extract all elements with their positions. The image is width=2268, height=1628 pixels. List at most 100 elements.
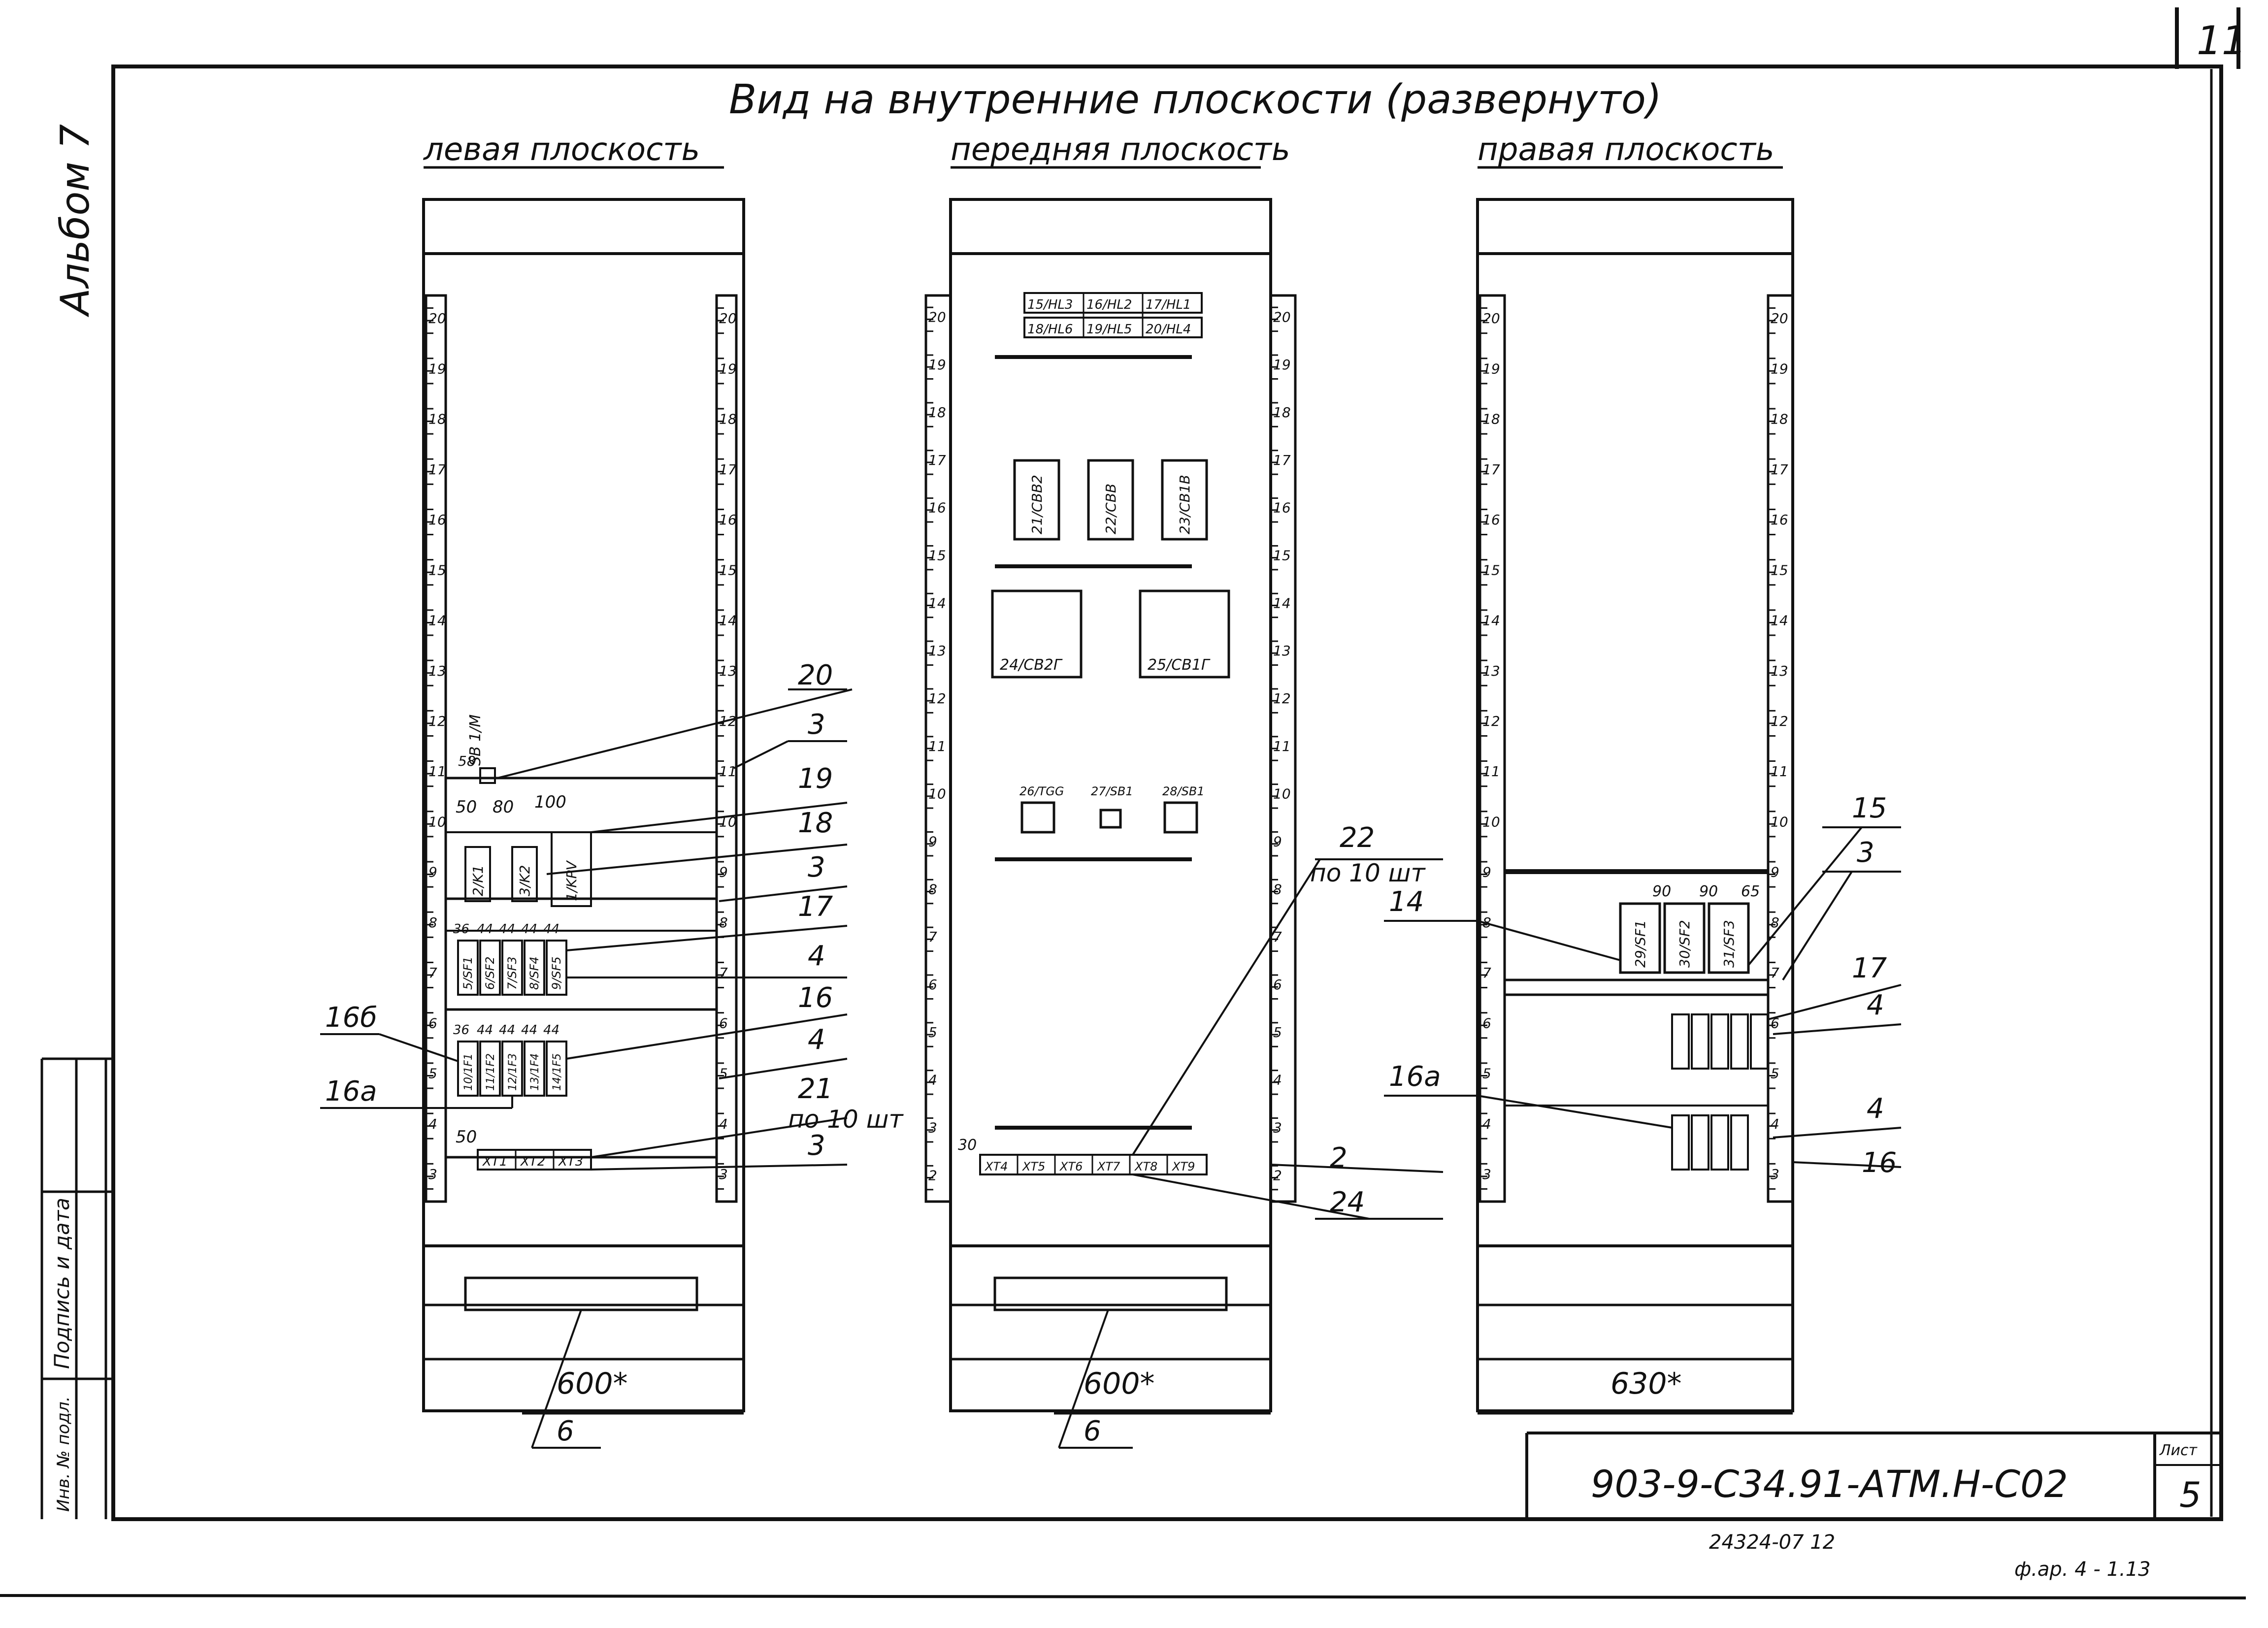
dim-44d: 44	[543, 922, 559, 937]
left-rail-right-scale-tick-13: 13	[719, 663, 737, 679]
breaker-sf2: 6/SF2	[483, 956, 497, 990]
left-rail-right-scale-tick-14: 14	[719, 613, 737, 629]
relay-kpv: 1/KPV	[563, 860, 580, 901]
left-rail-right-scale-tick-7: 7	[719, 965, 728, 981]
right-rail-right-scale-tick-5: 5	[1771, 1066, 1779, 1082]
front-rail-right-scale-tick-4: 4	[1273, 1072, 1282, 1088]
left-rail-left-scale-tick-4: 4	[428, 1116, 437, 1132]
callout-21: 21	[798, 1073, 833, 1105]
right-rail-left-scale-tick-19: 19	[1482, 360, 1500, 377]
relay-k2: 3/K2	[517, 865, 533, 896]
callout-22-qty: по 10 шт	[1310, 859, 1426, 887]
front-width-label: 600*	[1084, 1367, 1155, 1401]
right-rail-left-scale-tick-3: 3	[1482, 1166, 1491, 1182]
left-rail-left-scale-tick-10: 10	[428, 814, 446, 830]
left-rail-right-scale-tick-8: 8	[719, 914, 728, 931]
callout-3-right: 3	[1857, 837, 1874, 869]
left-rail-left-scale-tick-5: 5	[428, 1066, 437, 1082]
lamp-hl5: 19/HL5	[1086, 322, 1132, 337]
callout-4-right-b: 4	[1867, 1093, 1884, 1125]
left-rail-left-scale-tick-14: 14	[428, 613, 446, 629]
left-rail-left-scale-tick-16: 16	[428, 512, 446, 528]
left-rail-left-scale-tick-3: 3	[428, 1166, 437, 1182]
right-rail-left-scale-tick-6: 6	[1482, 1015, 1491, 1031]
breaker-row-2: 10/1F1 11/1F2 12/1F3 13/1F4 14/1F5 36 44…	[453, 1023, 567, 1097]
right-rail-left-scale-tick-4: 4	[1482, 1116, 1491, 1132]
left-rail-right-scale-tick-3: 3	[719, 1166, 728, 1182]
right-rail-left-scale-tick-7: 7	[1482, 965, 1491, 981]
callout-4b: 4	[808, 1024, 825, 1056]
left-rail-right-scale-tick-15: 15	[719, 562, 737, 578]
left-rail-left-scale-tick-18: 18	[428, 411, 446, 427]
front-rail-right-scale-tick-12: 12	[1273, 690, 1291, 707]
front-rail-right-scale-tick-3: 3	[1273, 1120, 1282, 1136]
fuse-1f2: 11/1F2	[485, 1053, 497, 1091]
dim-36a: 36	[453, 922, 469, 937]
front-rail-left-scale-tick-12: 12	[928, 690, 946, 707]
button-28	[1163, 801, 1198, 834]
terminal-xt4: XT4	[984, 1160, 1008, 1173]
front-rail-left-scale-tick-8: 8	[928, 881, 937, 897]
relay-k1: 2/K1	[470, 865, 486, 896]
front-rail-left-scale-tick-4: 4	[928, 1072, 937, 1088]
dim-50b: 50	[456, 1127, 477, 1147]
dim-44f: 44	[499, 1023, 515, 1038]
terminal-block-front: XT4 XT5 XT6 XT7 XT8 XT9 30	[958, 1137, 1208, 1175]
breaker-29: 29/SF1	[1632, 920, 1648, 968]
front-rail-left-scale-tick-5: 5	[928, 1024, 937, 1041]
left-rail-left-scale-tick-19: 19	[428, 360, 446, 377]
title-block-sheet: 5	[2179, 1475, 2202, 1515]
left-rail-right-scale-tick-17: 17	[719, 461, 737, 478]
lamp-hl3: 15/HL3	[1027, 297, 1073, 312]
callout-4-right-a: 4	[1867, 989, 1884, 1021]
right-rail-right-scale-tick-10: 10	[1771, 814, 1788, 830]
dim-90a: 90	[1652, 883, 1671, 900]
right-callouts: 15 3 14 17 4 16а 4 16	[1384, 792, 1902, 1179]
right-rail-left-scale-tick-11: 11	[1482, 763, 1500, 780]
left-rail-left-scale-tick-17: 17	[428, 461, 446, 478]
callout-2: 2	[1330, 1142, 1348, 1174]
callout-17: 17	[798, 891, 833, 923]
fuse-1f4: 13/1F4	[529, 1053, 541, 1091]
right-rail-right-scale-tick-12: 12	[1771, 713, 1788, 729]
button-28-label: 28/SB1	[1162, 784, 1205, 798]
front-panel: передняя плоскость 201918171615141312111…	[924, 131, 1297, 1415]
front-rail-right-scale-tick-17: 17	[1273, 452, 1291, 468]
left-rail-right-scale-tick-9: 9	[719, 864, 728, 880]
dim-44g: 44	[521, 1023, 537, 1038]
left-rail-left-scale-tick-6: 6	[428, 1015, 437, 1031]
breaker-31: 31/SF3	[1721, 920, 1737, 968]
button-26-label: 26/TGG	[1019, 784, 1064, 798]
right-rail-right-scale-tick-4: 4	[1771, 1116, 1779, 1132]
inventory-number: 24324-07 12	[1709, 1531, 1835, 1554]
dim-44h: 44	[543, 1023, 559, 1038]
drawing-title: Вид на внутренние плоскости (развернуто)	[729, 76, 1662, 123]
right-rail-left-scale-tick-12: 12	[1482, 713, 1500, 729]
right-rail-right-scale-tick-7: 7	[1771, 965, 1779, 981]
dim-65: 65	[1741, 883, 1760, 900]
device-sb1-label: SB 1/M	[467, 715, 484, 766]
left-rail-right-scale-tick-20: 20	[719, 310, 737, 326]
left-callouts: 20 3 19 18 3 17 4 16 4 21 по 10 шт 3 16б…	[320, 659, 904, 1449]
front-rail-left-scale-tick-11: 11	[928, 738, 946, 754]
right-rail-right-scale-tick-3: 3	[1771, 1166, 1779, 1182]
callout-22: 22	[1340, 822, 1375, 854]
terminal-xt6: XT6	[1059, 1160, 1083, 1173]
left-rail-left-scale-tick-11: 11	[428, 763, 446, 780]
callout-17-right: 17	[1852, 952, 1887, 984]
front-rail-left-scale-tick-20: 20	[928, 309, 946, 325]
front-rail-left-scale-tick-15: 15	[928, 547, 946, 563]
lamp-hl1: 17/HL1	[1146, 297, 1191, 312]
terminal-xt3: XT3	[558, 1154, 583, 1169]
bottom-rule	[0, 1594, 2246, 1599]
dim-30: 30	[958, 1137, 977, 1154]
callout-16a-right: 16а	[1389, 1061, 1441, 1093]
front-rail-right-scale-tick-20: 20	[1273, 309, 1291, 325]
front-rail-left-scale-tick-2: 2	[928, 1167, 937, 1183]
page-number-box: 11	[2175, 7, 2247, 69]
